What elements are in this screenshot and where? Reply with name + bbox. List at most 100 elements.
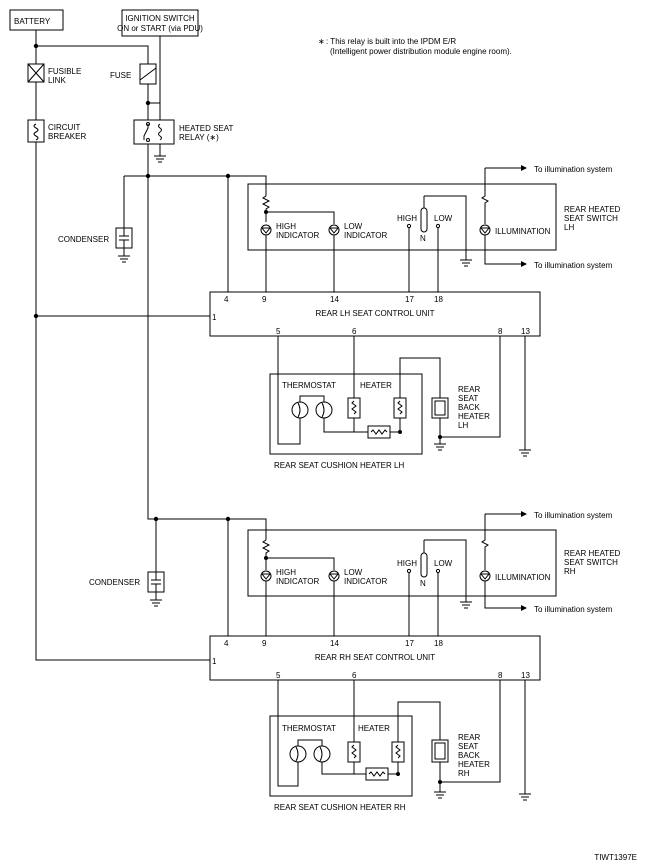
switch-lh-label-1: REAR HEATED bbox=[564, 205, 621, 214]
pin-lh-4: 4 bbox=[224, 295, 229, 304]
switch-lh-label-3: LH bbox=[564, 223, 574, 232]
illumination-rh-icon bbox=[479, 570, 491, 582]
low-indicator-rh-icon bbox=[328, 570, 340, 582]
high-indicator-rh-icon bbox=[260, 570, 272, 582]
low-indicator-rh-label-1: LOW bbox=[344, 568, 363, 577]
fusible-link-label-1: FUSIBLE bbox=[48, 67, 81, 76]
heated-seat-relay-icon bbox=[133, 119, 175, 145]
low-indicator-lh-label-2: INDICATOR bbox=[344, 231, 387, 240]
illum-lh-top-label: To illumination system bbox=[534, 165, 613, 174]
condenser-lh-label: CONDENSER bbox=[58, 235, 109, 244]
unit-rh-label: REAR RH SEAT CONTROL UNIT bbox=[315, 653, 435, 662]
thermostat-lh-2-icon bbox=[315, 401, 333, 419]
switch-lh-label-2: SEAT SWITCH bbox=[564, 214, 618, 223]
switch-lh-n: N bbox=[420, 234, 426, 243]
condenser-rh-icon bbox=[147, 571, 165, 593]
thermostat-lh-1-icon bbox=[291, 401, 309, 419]
unit-lh-label: REAR LH SEAT CONTROL UNIT bbox=[316, 309, 435, 318]
rear-lh-seat-control-unit bbox=[209, 291, 541, 337]
illumination-lh-label: ILLUMINATION bbox=[495, 227, 551, 236]
figure-id: TIWT1397E bbox=[594, 853, 637, 862]
pin-rh-5: 5 bbox=[276, 671, 281, 680]
heater-rh-label: HEATER bbox=[358, 724, 390, 733]
ignition-switch-box: IGNITION SWITCH ON or START (via PDU) bbox=[117, 9, 203, 37]
pin-lh-18: 18 bbox=[434, 295, 443, 304]
pin-rh-13: 13 bbox=[521, 671, 530, 680]
cushion-heater-rh-label: REAR SEAT CUSHION HEATER RH bbox=[274, 803, 406, 812]
note-line-2: (Intelligent power distribution module e… bbox=[330, 47, 512, 56]
back-rh-label-1: REAR bbox=[458, 733, 480, 742]
relay-label-2: RELAY (∗) bbox=[179, 133, 219, 142]
thermostat-rh-label: THERMOSTAT bbox=[282, 724, 336, 733]
pin-rh-9: 9 bbox=[262, 639, 267, 648]
illum-lh-bottom-label: To illumination system bbox=[534, 261, 613, 270]
high-indicator-rh-label-1: HIGH bbox=[276, 568, 296, 577]
heater-lh-label: HEATER bbox=[360, 381, 392, 390]
rear-heated-seat-switch-lh bbox=[247, 183, 557, 251]
pin-lh-13: 13 bbox=[521, 327, 530, 336]
switch-rh-label-3: RH bbox=[564, 567, 576, 576]
low-indicator-lh-icon bbox=[328, 224, 340, 236]
fusible-link-icon bbox=[27, 63, 45, 83]
circuit-breaker-label-1: CIRCUIT bbox=[48, 123, 81, 132]
back-rh-label-5: RH bbox=[458, 769, 470, 778]
pin-rh-18: 18 bbox=[434, 639, 443, 648]
note-line-1: : This relay is built into the IPDM E/R bbox=[326, 37, 456, 46]
battery-box: BATTERY bbox=[9, 9, 64, 31]
high-indicator-rh-label-2: INDICATOR bbox=[276, 577, 319, 586]
back-lh-label-5: LH bbox=[458, 421, 468, 430]
back-lh-label-4: HEATER bbox=[458, 412, 490, 421]
pin-rh-14: 14 bbox=[330, 639, 339, 648]
switch-rh-label-2: SEAT SWITCH bbox=[564, 558, 618, 567]
switch-rh-n: N bbox=[420, 579, 426, 588]
switch-rh-label-1: REAR HEATED bbox=[564, 549, 621, 558]
circuit-breaker-icon bbox=[27, 119, 45, 143]
low-indicator-lh-label-1: LOW bbox=[344, 222, 363, 231]
note-star: ∗ bbox=[318, 37, 325, 46]
illum-rh-top-label: To illumination system bbox=[534, 511, 613, 520]
cushion-heater-lh-box bbox=[269, 373, 423, 455]
switch-lh-low: LOW bbox=[434, 214, 453, 223]
switch-rh-high: HIGH bbox=[397, 559, 417, 568]
pin-rh-1: 1 bbox=[212, 657, 217, 666]
back-lh-label-3: BACK bbox=[458, 403, 480, 412]
condenser-rh-label: CONDENSER bbox=[89, 578, 140, 587]
switch-lh-high: HIGH bbox=[397, 214, 417, 223]
battery-label: BATTERY bbox=[14, 17, 51, 26]
pin-lh-17: 17 bbox=[405, 295, 414, 304]
thermostat-rh-2-icon bbox=[313, 745, 331, 763]
pin-lh-1: 1 bbox=[212, 313, 217, 322]
high-indicator-lh-icon bbox=[260, 224, 272, 236]
pin-rh-17: 17 bbox=[405, 639, 414, 648]
rear-heated-seat-switch-rh bbox=[247, 529, 557, 597]
illumination-rh-label: ILLUMINATION bbox=[495, 573, 551, 582]
relay-note: ∗ : This relay is built into the IPDM E/… bbox=[318, 37, 512, 56]
illum-rh-bottom-label: To illumination system bbox=[534, 605, 613, 614]
fuse-icon bbox=[139, 63, 157, 85]
circuit-breaker-label-2: BREAKER bbox=[48, 132, 86, 141]
pin-lh-14: 14 bbox=[330, 295, 339, 304]
back-rh-label-4: HEATER bbox=[458, 760, 490, 769]
pin-lh-5: 5 bbox=[276, 327, 281, 336]
switch-rh-low: LOW bbox=[434, 559, 453, 568]
thermostat-lh-label: THERMOSTAT bbox=[282, 381, 336, 390]
ignition-label-2: ON or START (via PDU) bbox=[117, 24, 203, 33]
ignition-label-1: IGNITION SWITCH bbox=[125, 14, 195, 23]
pin-lh-9: 9 bbox=[262, 295, 267, 304]
back-rh-label-2: SEAT bbox=[458, 742, 478, 751]
fusible-link-label-2: LINK bbox=[48, 76, 66, 85]
rear-rh-seat-control-unit bbox=[209, 635, 541, 681]
pin-rh-6: 6 bbox=[352, 671, 357, 680]
pin-lh-6: 6 bbox=[352, 327, 357, 336]
cushion-heater-lh-label: REAR SEAT CUSHION HEATER LH bbox=[274, 461, 404, 470]
illumination-lh-icon bbox=[479, 224, 491, 236]
pin-lh-8: 8 bbox=[498, 327, 503, 336]
pin-rh-4: 4 bbox=[224, 639, 229, 648]
cushion-heater-rh-box bbox=[269, 715, 413, 797]
high-indicator-lh-label-2: INDICATOR bbox=[276, 231, 319, 240]
fuse-label: FUSE bbox=[110, 71, 131, 80]
back-rh-label-3: BACK bbox=[458, 751, 480, 760]
low-indicator-rh-label-2: INDICATOR bbox=[344, 577, 387, 586]
thermostat-rh-1-icon bbox=[289, 745, 307, 763]
